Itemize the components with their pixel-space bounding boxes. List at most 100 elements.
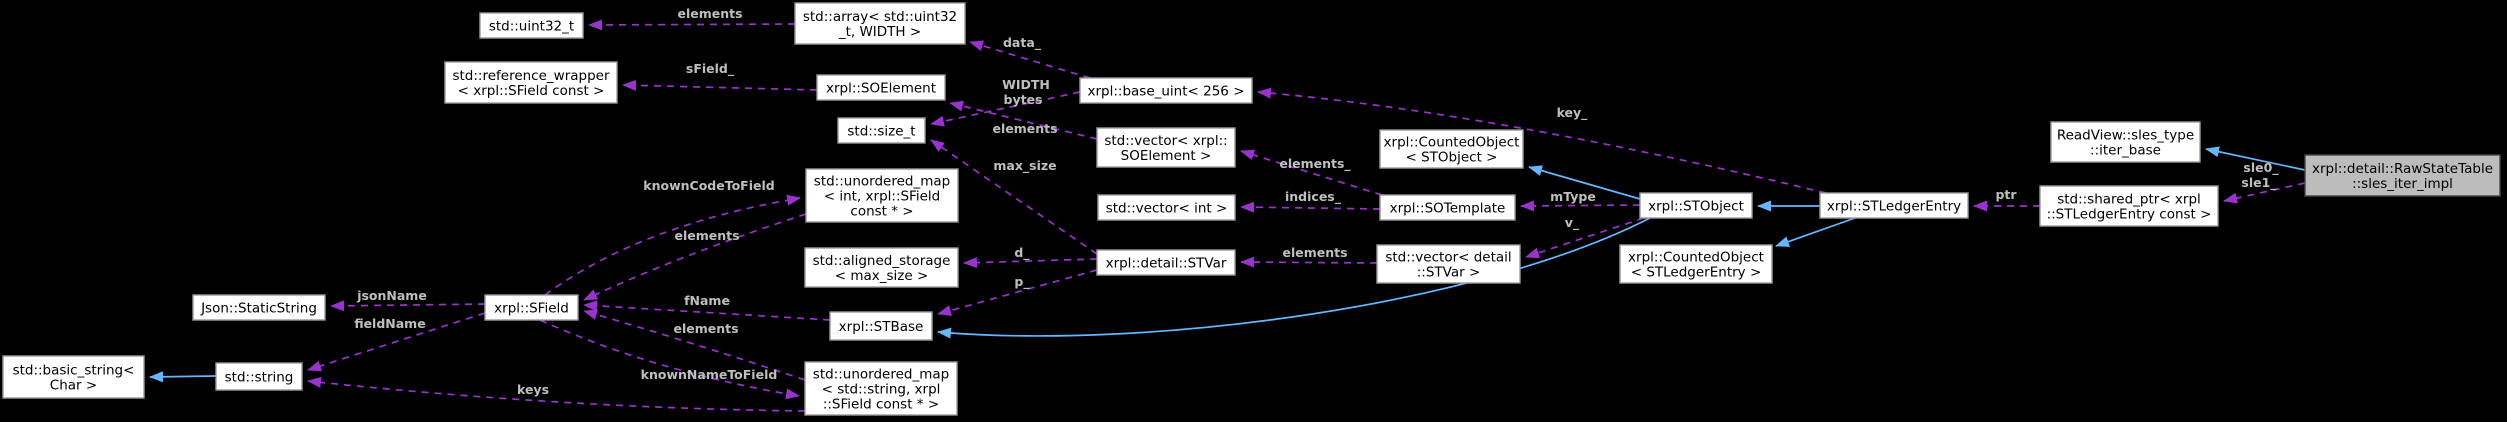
- edge-label-d: d_: [1014, 245, 1030, 261]
- node-label-vec_stvar-0: std::vector< detail: [1385, 249, 1511, 265]
- edge-label-elements: elements_: [1279, 156, 1351, 172]
- node-box-size_t[interactable]: [837, 117, 926, 144]
- edge-label-bytes: bytes: [1004, 92, 1043, 107]
- node-box-soelement[interactable]: [816, 74, 946, 101]
- node-label-map_int-1: < int, xrpl::SField: [824, 188, 940, 204]
- node-label-ref_wrapper-0: std::reference_wrapper: [452, 68, 610, 84]
- edge-map_int-to-sfield: [583, 213, 807, 301]
- node-label-iter_base-1: ::iter_base: [2090, 142, 2161, 158]
- edge-label-elements: elements: [992, 121, 1057, 136]
- node-ref_wrapper[interactable]: std::reference_wrapper< xrpl::SField con…: [444, 61, 618, 104]
- node-co_sle[interactable]: xrpl::CountedObject< STLedgerEntry >: [1619, 244, 1773, 284]
- node-iter_base[interactable]: ReadView::sles_type::iter_base: [2050, 121, 2201, 163]
- edge-stvar-to-stbase: [937, 269, 1098, 316]
- node-box-co_sle[interactable]: [1619, 244, 1773, 284]
- node-label-vec_soelement-0: std::vector< xrpl::: [1104, 133, 1227, 149]
- node-shared_ptr[interactable]: std::shared_ptr< xrpl::STLedgerEntry con…: [2039, 185, 2219, 227]
- node-uint32_t[interactable]: std::uint32_t: [479, 12, 584, 39]
- edge-label-keys: keys: [517, 382, 549, 397]
- edge-sotemplate-to-vec_soelement: [1240, 149, 1383, 196]
- node-label-basic_string-1: Char >: [50, 377, 97, 393]
- node-box-co_stobject[interactable]: [1379, 129, 1524, 169]
- node-box-stbase[interactable]: [829, 311, 933, 341]
- node-vec_stvar[interactable]: std::vector< detail::STVar >: [1376, 244, 1521, 284]
- node-box-stobject[interactable]: [1639, 192, 1753, 219]
- edge-label-elements: elements: [673, 321, 738, 336]
- edge-label-knownCodeToField: knownCodeToField: [643, 178, 774, 193]
- node-label-shared_ptr-1: ::STLedgerEntry const >: [2047, 206, 2212, 222]
- node-box-map_string[interactable]: [804, 361, 958, 416]
- node-aligned_storage[interactable]: std::aligned_storage< max_size >: [804, 247, 959, 288]
- edge-label-elements: elements: [1282, 245, 1347, 260]
- node-box-uint32_t[interactable]: [479, 12, 584, 39]
- node-sfield[interactable]: xrpl::SField: [484, 294, 579, 321]
- node-label-base_uint-0: xrpl::base_uint< 256 >: [1087, 83, 1244, 99]
- node-box-sfield[interactable]: [484, 294, 579, 321]
- edge-stobject-to-co_stobject: [1528, 165, 1641, 200]
- node-box-vec_stvar[interactable]: [1376, 244, 1521, 284]
- node-label-array_uint32-0: std::array< std::uint32: [803, 9, 957, 25]
- node-box-vec_int[interactable]: [1097, 194, 1236, 221]
- edge-stbase-to-sfield: [583, 300, 831, 321]
- node-stledgerentry[interactable]: xrpl::STLedgerEntry: [1819, 192, 1969, 219]
- node-label-co_sle-0: xrpl::CountedObject: [1628, 249, 1764, 265]
- edge-sfield-to-std_string: [307, 312, 486, 372]
- node-label-static_string-0: Json::StaticString: [200, 300, 317, 316]
- node-label-iter_base-0: ReadView::sles_type: [2057, 127, 2194, 143]
- node-label-sles_iter_impl-1: ::sles_iter_impl: [2352, 176, 2453, 192]
- node-map_int[interactable]: std::unordered_map< int, xrpl::SFieldcon…: [805, 168, 959, 223]
- node-label-soelement-0: xrpl::SOElement: [826, 80, 936, 96]
- node-label-sotemplate-0: xrpl::SOTemplate: [1390, 200, 1506, 216]
- edge-sles_iter_impl-to-shared_ptr: [2223, 182, 2306, 204]
- node-box-iter_base[interactable]: [2050, 121, 2201, 163]
- node-box-stvar[interactable]: [1096, 249, 1236, 276]
- node-box-static_string[interactable]: [192, 294, 326, 321]
- node-co_stobject[interactable]: xrpl::CountedObject< STObject >: [1379, 129, 1524, 169]
- edge-label-maxsize: max_size: [993, 158, 1056, 174]
- node-size_t[interactable]: std::size_t: [837, 117, 926, 144]
- node-label-sfield-0: xrpl::SField: [494, 300, 569, 316]
- node-label-basic_string-0: std::basic_string<: [13, 362, 135, 378]
- node-box-stledgerentry[interactable]: [1819, 192, 1969, 219]
- node-box-map_int[interactable]: [805, 168, 959, 223]
- edge-base_uint-to-array_uint32: [969, 40, 1091, 79]
- edge-soelement-to-ref_wrapper: [622, 79, 818, 91]
- edge-map_string-to-sfield: [583, 309, 806, 381]
- node-box-vec_soelement[interactable]: [1096, 127, 1236, 168]
- node-map_string[interactable]: std::unordered_map< std::string, xrpl::S…: [804, 361, 958, 416]
- edge-label-fieldName: fieldName: [354, 316, 425, 331]
- node-box-base_uint[interactable]: [1079, 77, 1253, 104]
- node-label-uint32_t-0: std::uint32_t: [489, 18, 574, 34]
- node-box-ref_wrapper[interactable]: [444, 61, 618, 104]
- node-array_uint32[interactable]: std::array< std::uint32_t, WIDTH >: [794, 2, 966, 45]
- node-box-std_string[interactable]: [215, 362, 303, 391]
- node-soelement[interactable]: xrpl::SOElement: [816, 74, 946, 101]
- node-label-array_uint32-1: _t, WIDTH >: [838, 24, 921, 40]
- node-stvar[interactable]: xrpl::detail::STVar: [1096, 249, 1236, 276]
- node-box-basic_string[interactable]: [2, 355, 145, 399]
- node-sotemplate[interactable]: xrpl::SOTemplate: [1379, 194, 1516, 221]
- edge-label-mType: mType: [1550, 189, 1596, 204]
- node-box-sles_iter_impl: [2304, 154, 2501, 197]
- node-stbase[interactable]: xrpl::STBase: [829, 311, 933, 341]
- node-base_uint[interactable]: xrpl::base_uint< 256 >: [1079, 77, 1253, 104]
- edge-stledgerentry-to-base_uint: [1257, 87, 1827, 194]
- node-basic_string[interactable]: std::basic_string<Char >: [2, 355, 145, 399]
- node-vec_soelement[interactable]: std::vector< xrpl::SOElement >: [1096, 127, 1236, 168]
- node-label-stvar-0: xrpl::detail::STVar: [1106, 255, 1227, 271]
- edge-map_string-to-std_string: [307, 376, 806, 412]
- node-box-sotemplate[interactable]: [1379, 194, 1516, 221]
- node-box-aligned_storage[interactable]: [804, 247, 959, 288]
- node-stobject[interactable]: xrpl::STObject: [1639, 192, 1753, 219]
- node-label-aligned_storage-0: std::aligned_storage: [813, 253, 951, 269]
- edge-array_uint32-to-uint32_t: [588, 19, 796, 31]
- node-std_string[interactable]: std::string: [215, 362, 303, 391]
- node-box-shared_ptr[interactable]: [2039, 185, 2219, 227]
- node-static_string[interactable]: Json::StaticString: [192, 294, 326, 321]
- node-vec_int[interactable]: std::vector< int >: [1097, 194, 1236, 221]
- node-label-map_string-1: < std::string, xrpl: [822, 381, 941, 397]
- node-box-array_uint32[interactable]: [794, 2, 966, 45]
- node-label-map_string-0: std::unordered_map: [813, 366, 949, 382]
- node-label-stobject-0: xrpl::STObject: [1648, 198, 1744, 214]
